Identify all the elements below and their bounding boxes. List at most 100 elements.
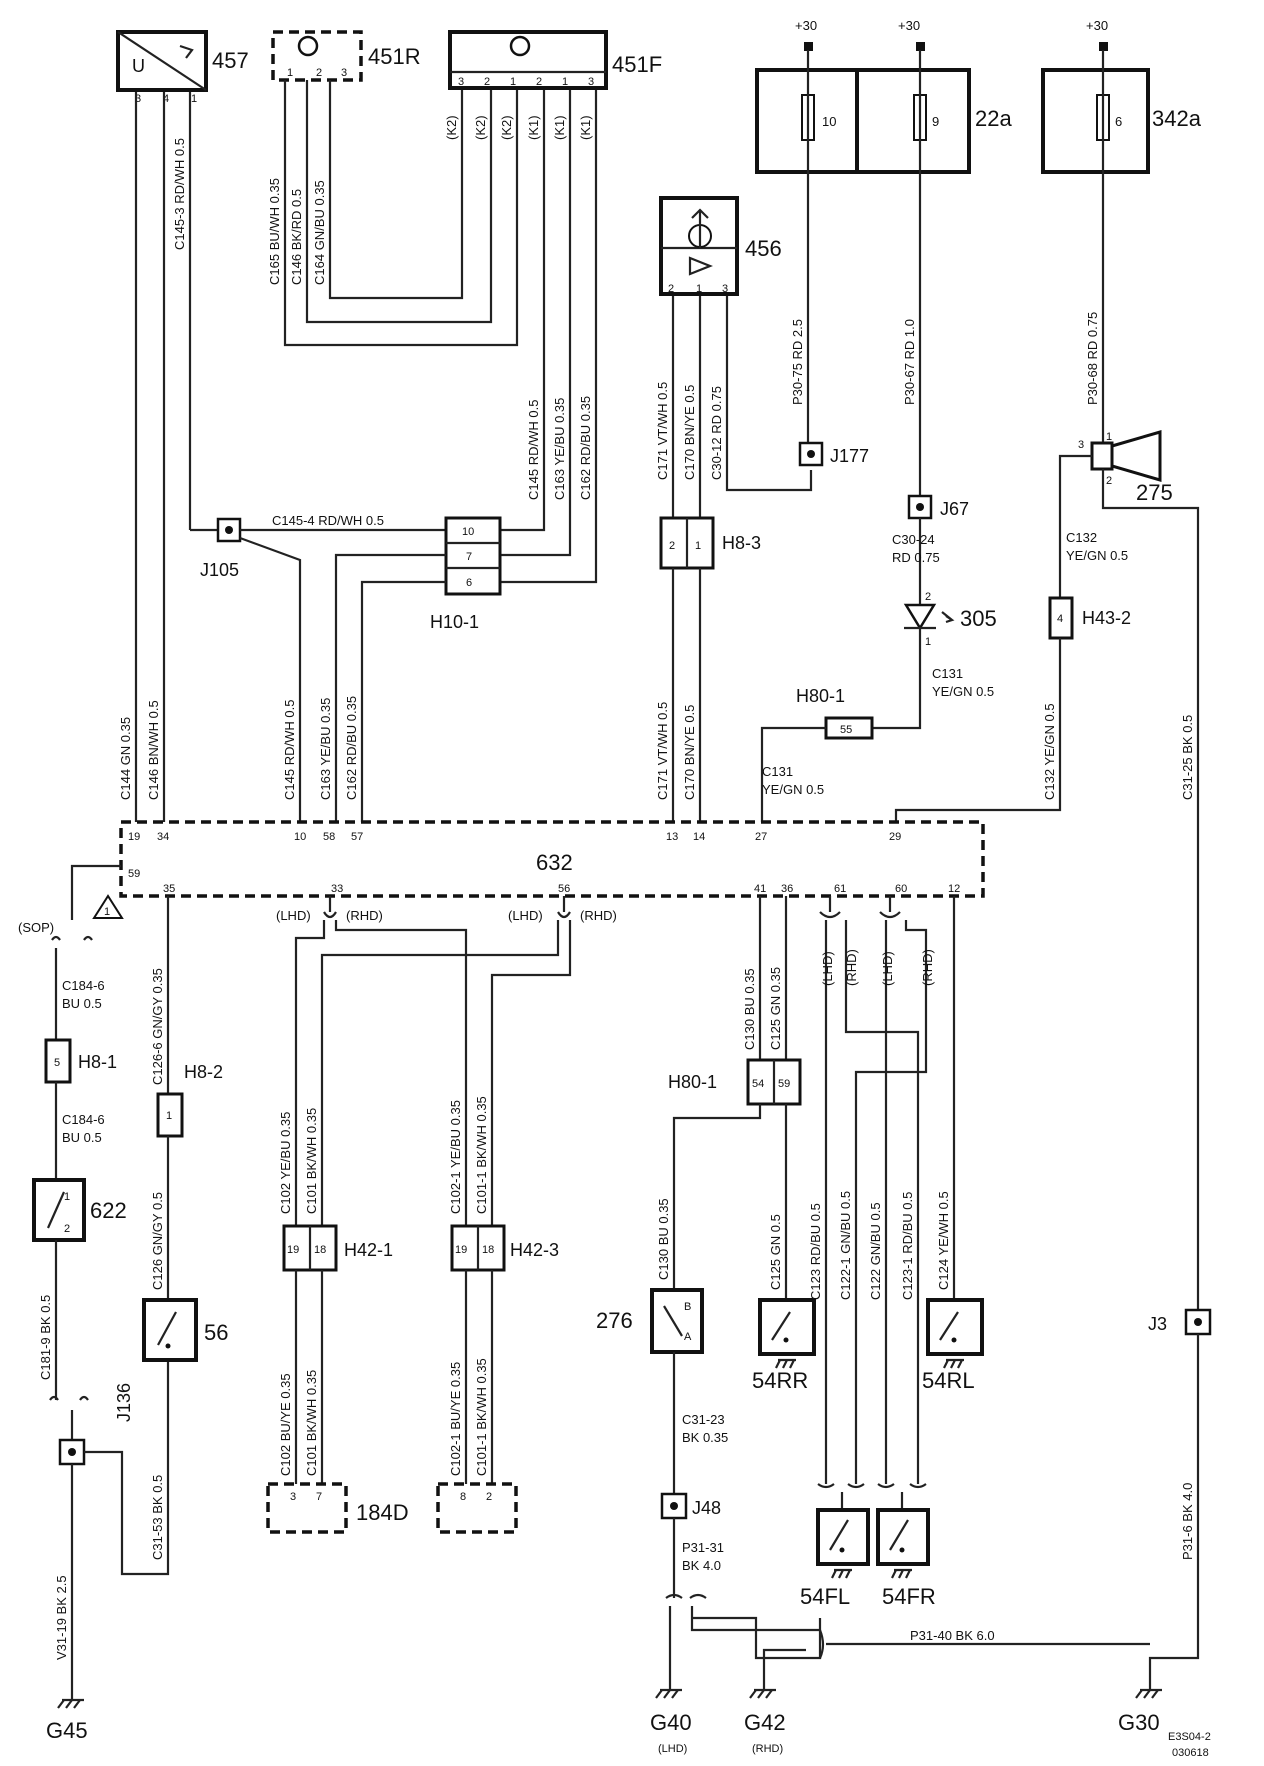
fuse-10: 10 — [822, 114, 836, 129]
wire-label: C131 — [762, 764, 793, 779]
pin: 19 — [128, 831, 140, 843]
lhd-label: (LHD) — [880, 951, 895, 986]
wire-label: C164 GN/BU 0.35 — [312, 180, 327, 285]
lhd-label: (LHD) — [658, 1743, 687, 1755]
label-622: 622 — [90, 1198, 127, 1223]
component-457: U 457 3 4 1 — [116, 30, 249, 105]
pin: 2 — [925, 591, 931, 603]
label-G30: G30 — [1118, 1710, 1160, 1735]
wire-label: RD 0.75 — [892, 550, 940, 565]
wire-label: P31-40 BK 6.0 — [910, 1628, 995, 1643]
wire-label: V31-19 BK 2.5 — [54, 1575, 69, 1660]
label-H43-2: H43-2 — [1082, 608, 1131, 628]
label-H42-3: H42-3 — [510, 1240, 559, 1260]
supply-label: +30 — [795, 18, 817, 33]
wire-label: C31-23 — [682, 1412, 725, 1427]
wire-label: C184-6 — [62, 1112, 105, 1127]
junction-J136: J136 — [58, 1383, 134, 1466]
wire-label: C145 RD/WH 0.5 — [526, 400, 541, 500]
pin: 1 — [510, 76, 516, 88]
component-22a: 10 9 22a +30 +30 — [755, 18, 1012, 174]
pin: 59 — [128, 868, 140, 880]
label-G42: G42 — [744, 1710, 786, 1735]
led-305: 305 2 1 — [903, 591, 997, 648]
rhd-label: (RHD) — [580, 908, 617, 923]
wire-label: C126-6 GN/GY 0.35 — [150, 968, 165, 1085]
pin: 29 — [889, 831, 901, 843]
wire-label: BK 0.35 — [682, 1430, 728, 1445]
ground-G42: G42 (RHD) — [744, 1688, 786, 1755]
switch-622: 1 2 622 — [32, 1178, 127, 1242]
switch-54FR: 54FR — [876, 1508, 936, 1609]
pin: 2 — [64, 1223, 70, 1235]
pin: 1 — [64, 1191, 70, 1203]
rhd-label: (RHD) — [920, 949, 935, 986]
wire-label: C171 VT/WH 0.5 — [655, 702, 670, 800]
wire-label: C184-6 — [62, 978, 105, 993]
label-54FR: 54FR — [882, 1584, 936, 1609]
pin: 3 — [588, 76, 594, 88]
wire-label: (K1) — [578, 115, 593, 140]
supply-label: +30 — [898, 18, 920, 33]
wire-label: C163 YE/BU 0.35 — [318, 698, 333, 800]
component-456: 456 2 1 3 — [659, 196, 782, 296]
pin: 1 — [1106, 431, 1112, 443]
connector-H80-1-upper: 55 H80-1 — [796, 686, 874, 740]
label-56: 56 — [204, 1320, 228, 1345]
pin: 3 — [458, 76, 464, 88]
pin: 1 — [191, 93, 197, 105]
label-J3: J3 — [1148, 1314, 1167, 1334]
wire-label: C102-1 BU/YE 0.35 — [448, 1362, 463, 1476]
wire-label: C126 GN/GY 0.5 — [150, 1192, 165, 1290]
speaker-icon — [509, 35, 531, 57]
ground-G40: G40 (LHD) — [650, 1688, 692, 1755]
wire-label: (K1) — [552, 115, 567, 140]
pin: 36 — [781, 883, 793, 895]
wire-label: C144 GN 0.35 — [118, 717, 133, 800]
wire-label: C146 BK/RD 0.5 — [289, 189, 304, 285]
pin: 3 — [135, 93, 141, 105]
connector-H42-1: 19 18 H42-1 — [282, 1224, 393, 1272]
pin: 58 — [323, 831, 335, 843]
label-457: 457 — [212, 48, 249, 73]
wire-label: C122 GN/BU 0.5 — [868, 1202, 883, 1300]
switch-56: 56 — [142, 1298, 228, 1362]
label-H8-3: H8-3 — [722, 533, 761, 553]
pin: 33 — [331, 883, 343, 895]
switch-54RL: 54RL — [922, 1298, 984, 1393]
pin: 59 — [778, 1078, 790, 1090]
label-H8-1: H8-1 — [78, 1052, 117, 1072]
rhd-label: (RHD) — [752, 1743, 783, 1755]
lhd-label: (LHD) — [820, 951, 835, 986]
label-H80-1: H80-1 — [796, 686, 845, 706]
sop-note: (SOP) 1 — [18, 894, 124, 935]
label-J105: J105 — [200, 560, 239, 580]
wire-label: P30-75 RD 2.5 — [790, 319, 805, 405]
switch-54FL: 54FL — [800, 1508, 870, 1609]
ref-date: 030618 — [1172, 1747, 1209, 1759]
pin: 3 — [722, 283, 728, 295]
pin: 2 — [486, 1491, 492, 1503]
pin: 1 — [287, 67, 293, 79]
label-H42-1: H42-1 — [344, 1240, 393, 1260]
wire-label: C146 BN/WH 0.5 — [146, 700, 161, 800]
label-H80-1: H80-1 — [668, 1072, 717, 1092]
wire-label: C31-25 BK 0.5 — [1180, 715, 1195, 800]
label-456: 456 — [745, 236, 782, 261]
wire-label: C162 RD/BU 0.35 — [344, 696, 359, 800]
label-276: 276 — [596, 1308, 633, 1333]
wire-label: C130 BU 0.35 — [656, 1198, 671, 1280]
pin: 2 — [1106, 475, 1112, 487]
pin: 12 — [948, 883, 960, 895]
pin: 1 — [695, 540, 701, 552]
wire-label: (K2) — [473, 115, 488, 140]
wire-label: YE/GN 0.5 — [1066, 548, 1128, 563]
wire-label: P31-31 — [682, 1540, 724, 1555]
connector-H80-1-lower: 54 59 H80-1 — [668, 1058, 802, 1106]
wire-label: C101-1 BK/WH 0.35 — [474, 1096, 489, 1214]
wire-label: C30-24 — [892, 532, 935, 547]
wire-label: C101 BK/WH 0.35 — [304, 1370, 319, 1476]
lhd-label: (LHD) — [508, 908, 543, 923]
connector-H8-2: 1 H8-2 — [156, 1062, 223, 1138]
wire-label: C122-1 GN/BU 0.5 — [838, 1191, 853, 1300]
